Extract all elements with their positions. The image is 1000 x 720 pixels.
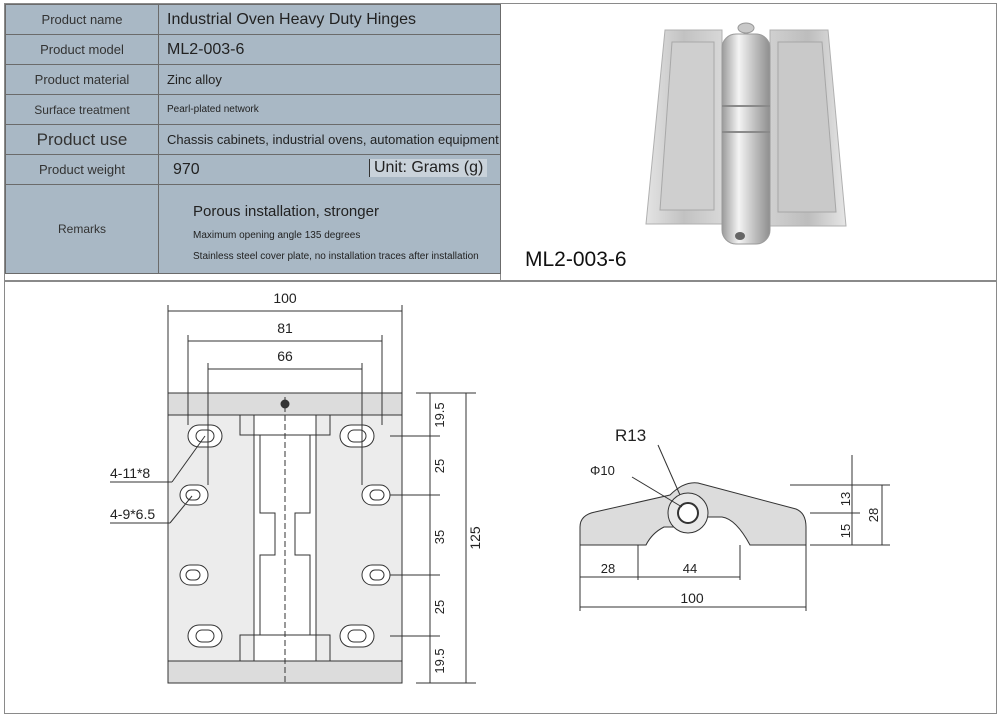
- label-product-model: Product model: [5, 34, 159, 65]
- value-product-name: Industrial Oven Heavy Duty Hinges: [158, 4, 501, 35]
- dim-height-25-top: 25: [432, 459, 447, 473]
- weight-unit: Unit: Grams (g): [369, 159, 488, 177]
- hinge-photo: [645, 22, 847, 245]
- photo-caption: ML2-003-6: [525, 248, 627, 271]
- value-product-use: Chassis cabinets, industrial ovens, auto…: [158, 124, 501, 155]
- dim-r13: R13: [615, 426, 646, 445]
- dim-28-bottom: 28: [601, 561, 615, 576]
- dim-height-19-5-bottom: 19.5: [432, 648, 447, 673]
- value-product-model: ML2-003-6: [158, 34, 501, 65]
- dim-width-100: 100: [273, 290, 297, 306]
- dim-width-81: 81: [277, 320, 293, 336]
- dim-28-right: 28: [866, 508, 881, 522]
- dim-height-125: 125: [467, 526, 483, 550]
- label-surface-treatment: Surface treatment: [5, 94, 159, 125]
- spec-table: Product name Industrial Oven Heavy Duty …: [5, 4, 501, 274]
- side-view-drawing: R13 Φ10 13 15 28 28 44 100: [579, 426, 890, 611]
- value-product-weight: 970: [173, 161, 200, 178]
- dim-44: 44: [683, 561, 697, 576]
- label-product-material: Product material: [5, 64, 159, 95]
- label-product-name: Product name: [5, 4, 159, 35]
- front-view-drawing: 100 81 66 19.5 25 35 25 19.5 125 4-11*8 …: [110, 290, 483, 684]
- hinge-knuckle: [721, 33, 771, 245]
- dim-13: 13: [838, 492, 853, 506]
- pin-inner: [677, 502, 699, 524]
- dim-height-25-bottom: 25: [432, 600, 447, 614]
- callout-4-9x6-5: 4-9*6.5: [110, 506, 155, 522]
- remark-1: Porous installation, stronger: [193, 202, 379, 220]
- dim-phi10: Φ10: [590, 463, 615, 478]
- dim-height-35: 35: [432, 530, 447, 544]
- value-product-material: Zinc alloy: [158, 64, 501, 95]
- dim-100-side: 100: [680, 590, 704, 606]
- dim-width-66: 66: [277, 348, 293, 364]
- value-remarks: Porous installation, stronger Maximum op…: [158, 184, 501, 274]
- label-product-use: Product use: [5, 124, 159, 155]
- label-remarks: Remarks: [5, 184, 159, 274]
- remark-3: Stainless steel cover plate, no installa…: [193, 250, 479, 262]
- remark-2: Maximum opening angle 135 degrees: [193, 229, 361, 241]
- value-surface-treatment: Pearl-plated network: [158, 94, 501, 125]
- value-product-weight-cell: 970 Unit: Grams (g): [158, 154, 501, 185]
- dim-15: 15: [838, 524, 853, 538]
- label-product-weight: Product weight: [5, 154, 159, 185]
- dim-height-19-5-top: 19.5: [432, 402, 447, 427]
- callout-4-11x8: 4-11*8: [110, 465, 150, 481]
